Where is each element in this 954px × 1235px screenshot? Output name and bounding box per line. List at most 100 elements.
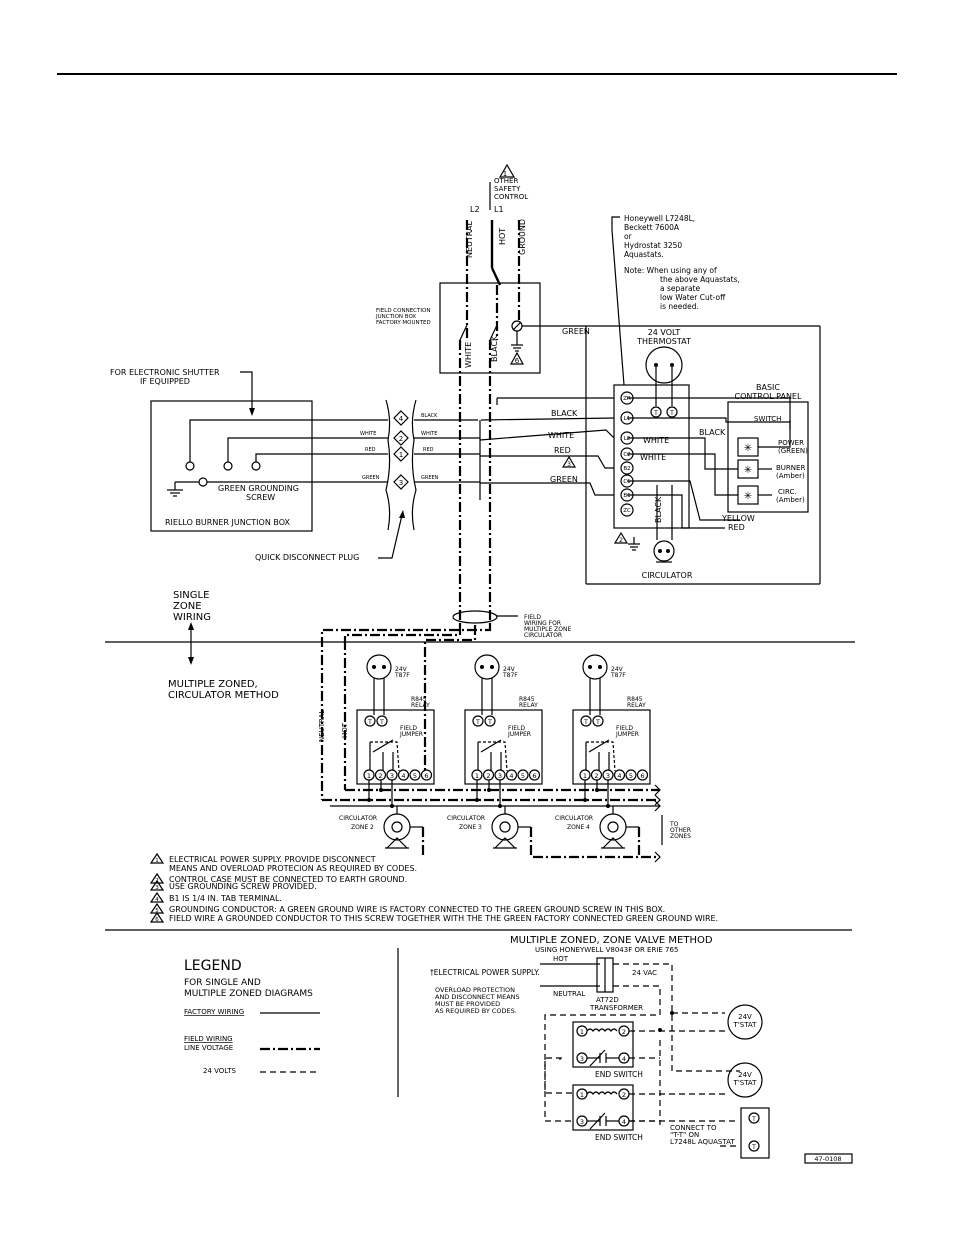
cp-circ-1: CIRC.	[778, 488, 797, 496]
pin-black-r: BLACK	[421, 413, 438, 419]
pin-green-r: GREEN	[421, 475, 439, 481]
zone-circulator	[383, 813, 411, 841]
svg-text:T: T	[653, 410, 658, 417]
svg-text:T: T	[487, 719, 492, 726]
svg-text:3: 3	[580, 1055, 584, 1063]
tstat-1b: T'STAT	[733, 1021, 758, 1029]
shutter-2: IF EQUIPPED	[140, 377, 190, 386]
zv-tr-1: AT72D	[596, 996, 619, 1004]
connect-3: L7248L AQUASTAT	[670, 1138, 735, 1146]
zv-ov-1: OVERLOAD PROTECTION	[435, 986, 515, 994]
svg-text:1: 1	[475, 772, 479, 780]
aq-3: or	[624, 232, 633, 241]
svg-text:✳: ✳	[744, 443, 752, 454]
note-text: GROUNDING CONDUCTOR: A GREEN GROUND WIRE…	[169, 905, 665, 914]
aq-5: Aquastats.	[624, 250, 664, 259]
mid-black: BLACK	[551, 409, 578, 418]
zv-tr-2: TRANSFORMER	[589, 1004, 643, 1012]
svg-text:✳: ✳	[744, 491, 752, 502]
zv-ov-2: AND DISCONNECT MEANS	[435, 993, 520, 1001]
jumper-label: FIELD	[616, 725, 633, 732]
legend-field-2: LINE VOLTAGE	[184, 1044, 233, 1052]
shutter-1: FOR ELECTRONIC SHUTTER	[110, 368, 220, 377]
fj-1: FIELD CONNECTION	[376, 308, 430, 314]
zv-vac: 24 VAC	[632, 969, 657, 977]
aq-black-2: BLACK	[654, 496, 663, 523]
zone-bus: TO OTHER ZONES	[322, 640, 691, 863]
relay-label: RELAY	[411, 702, 430, 709]
note-mark: 6	[155, 917, 159, 923]
to-other-1: TO	[669, 821, 679, 828]
svg-text:1: 1	[367, 772, 371, 780]
relay-terminal	[420, 769, 433, 781]
svg-text:5: 5	[629, 772, 633, 780]
neutral-side: NEUTRAL	[318, 710, 326, 742]
svg-text:6: 6	[424, 772, 428, 780]
hot-label: HOT	[498, 228, 507, 245]
pin-red-l: RED	[365, 447, 376, 453]
plug-pin-label: 4	[399, 415, 404, 423]
thermostat: 24 VOLT THERMOSTAT T T	[636, 328, 691, 418]
note-triangle	[149, 879, 165, 891]
note-triangle	[498, 163, 516, 178]
pin-white-r: WHITE	[421, 431, 437, 437]
tstat-2b: T'STAT	[733, 1079, 758, 1087]
note-text: MEANS AND OVERLOAD PROTECION AS REQUIRED…	[169, 864, 417, 873]
zone-label: ZONE 2	[351, 824, 374, 831]
t87f-label: T87F	[394, 672, 410, 679]
riello-box	[150, 400, 313, 532]
other-safety-3: CONTROL	[494, 193, 528, 201]
zone-label: CIRCULATOR	[339, 815, 377, 822]
t87f-thermostat	[582, 654, 608, 680]
relay-label: RELAY	[627, 702, 646, 709]
note-triangle	[149, 911, 165, 923]
zv-neutral: NEUTRAL	[553, 990, 585, 998]
relay-terminal	[505, 769, 518, 781]
cp-power-1: POWER	[778, 439, 804, 447]
t87f-label: 24V	[503, 666, 516, 673]
plug-pin	[393, 474, 409, 490]
note-text: B1 IS 1/4 IN. TAB TERMINAL.	[169, 894, 282, 903]
to-other-2: OTHER	[670, 827, 691, 834]
svg-text:4: 4	[622, 1118, 626, 1126]
mid-red: RED	[554, 446, 571, 455]
svg-text:T: T	[367, 719, 372, 726]
aquastat-tt	[740, 1107, 770, 1159]
tstat-1a: 24V	[738, 1013, 752, 1021]
svg-text:3: 3	[567, 461, 571, 468]
svg-text:5: 5	[521, 772, 525, 780]
aq-white-2: WHITE	[640, 453, 666, 462]
plug-pin	[393, 430, 409, 446]
aquastat-terminal-label: ZC	[623, 508, 631, 514]
green-label: GREEN	[562, 327, 590, 336]
zone-valve-section: MULTIPLE ZONED, ZONE VALVE METHOD USING …	[430, 935, 853, 1164]
svg-text:6: 6	[640, 772, 644, 780]
to-other-3: ZONES	[670, 833, 691, 840]
svg-text:2: 2	[622, 1091, 626, 1099]
zone-label: CIRCULATOR	[447, 815, 485, 822]
note-text: USE GROUNDING SCREW PROVIDED.	[169, 882, 317, 891]
tstat-2a: 24V	[738, 1071, 752, 1079]
aq-black-1: BLACK	[699, 428, 726, 437]
cp-yellow: YELLOW	[721, 514, 755, 523]
aq-white-1: WHITE	[643, 436, 669, 445]
connect-1: CONNECT TO	[670, 1124, 717, 1132]
white-wire-label: WHITE	[464, 342, 473, 368]
t87f-label: T87F	[610, 672, 626, 679]
plug-pin	[393, 410, 409, 426]
fj-3: FACTORY MOUNTED	[376, 320, 431, 326]
thermo-2: THERMOSTAT	[636, 337, 691, 346]
aq-1: Honeywell L7248L,	[624, 214, 695, 223]
aq-8: a separate	[660, 284, 700, 293]
cp-power-2: (GREEN)	[778, 447, 808, 455]
cp-burner-2: (Amber)	[776, 472, 805, 480]
zv-ov-3: MUST BE PROVIDED	[435, 1000, 500, 1008]
svg-text:✳: ✳	[744, 465, 752, 476]
svg-text:3: 3	[498, 772, 502, 780]
svg-text:T: T	[583, 719, 588, 726]
t87f-label: 24V	[395, 666, 408, 673]
